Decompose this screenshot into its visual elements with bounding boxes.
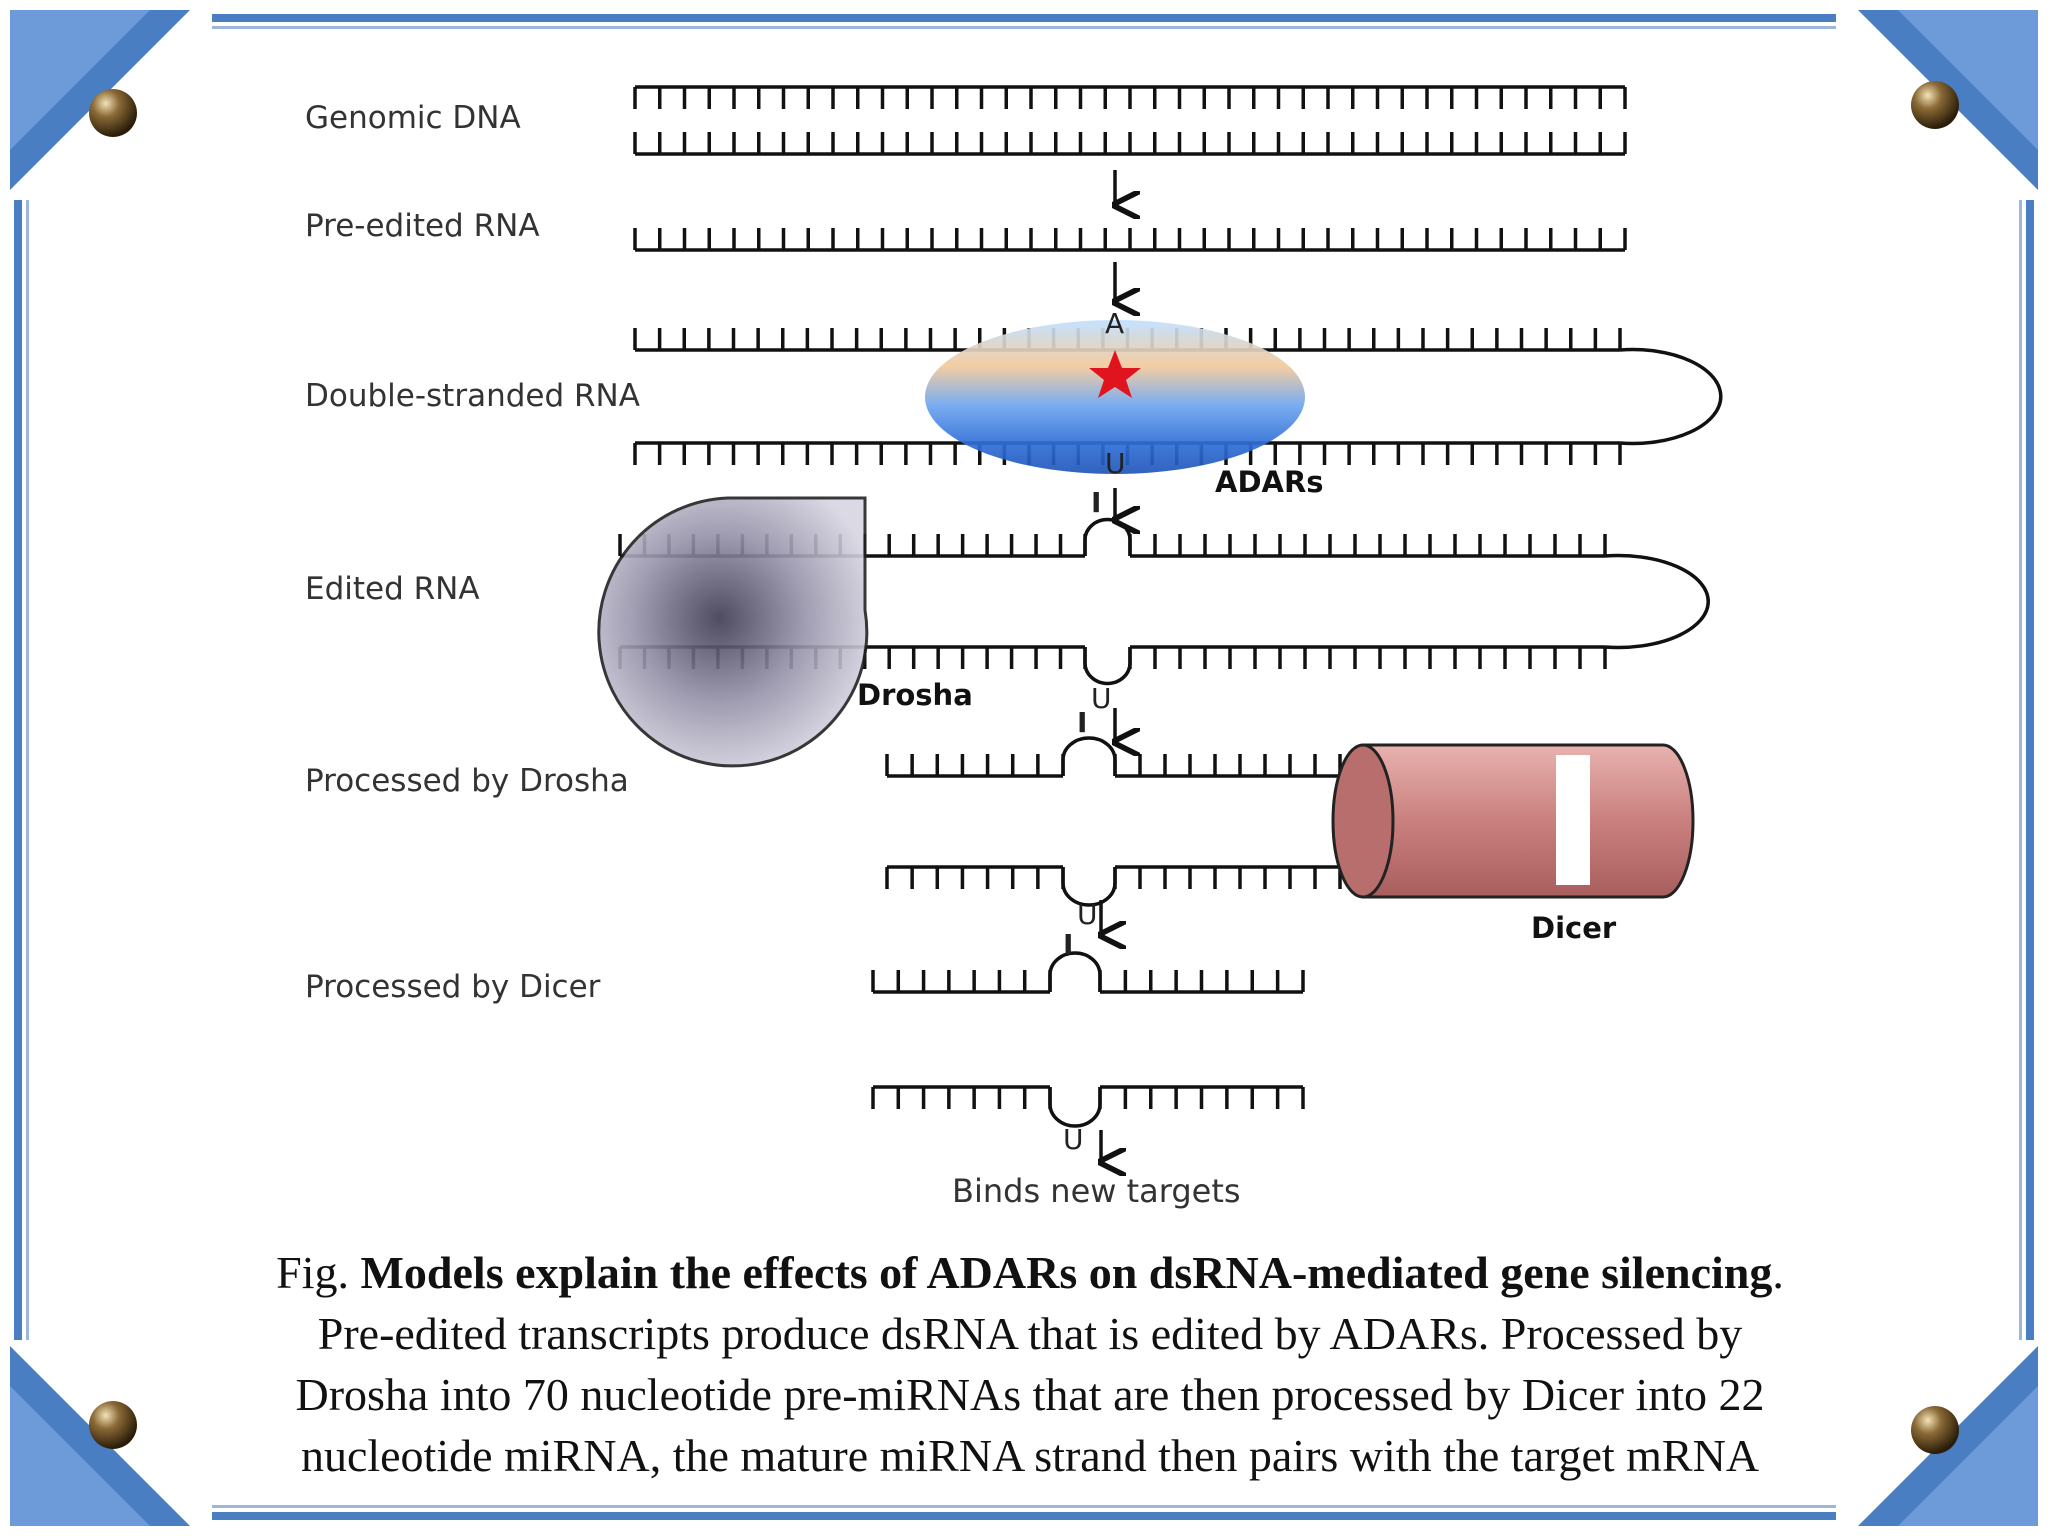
nucleotide-u: U (1077, 898, 1098, 931)
label-double-stranded-rna: Double-stranded RNA (305, 378, 640, 414)
figure-caption: Fig. Models explain the effects of ADARs… (160, 1242, 1900, 1486)
nucleotide-i-edited: I (1091, 486, 1102, 519)
dna-strand-bottom (633, 132, 1627, 156)
dicer-enzyme (1331, 743, 1695, 899)
label-binds-new-targets: Binds new targets (952, 1172, 1241, 1210)
caption-prefix: Fig. (276, 1247, 361, 1298)
label-edited-rna: Edited RNA (305, 571, 480, 607)
dna-strand-top (633, 85, 1627, 109)
caption-line-3: nucleotide miRNA, the mature miRNA stran… (300, 1430, 1760, 1481)
edited-rna-strand-bottom-right (1128, 645, 1607, 669)
caption-line-2: Drosha into 70 nucleotide pre-miRNAs tha… (295, 1369, 1765, 1420)
edited-rna-strand-top-right (1128, 534, 1607, 558)
label-processed-by-dicer: Processed by Dicer (305, 969, 601, 1005)
corner-bead (89, 1401, 137, 1449)
dicer-duplex-bulge-top (1048, 951, 1102, 992)
dsrna-hairpin-loop (1619, 347, 1723, 446)
label-genomic-dna: Genomic DNA (305, 100, 521, 136)
edit-site-star (1089, 350, 1141, 398)
pre-edited-rna-strand (633, 228, 1627, 252)
drosha-product-bulge-top (1061, 736, 1117, 776)
edited-rna-bulge-top (1083, 517, 1132, 556)
nucleotide-u: U (1091, 682, 1112, 715)
nucleotide-a: A (1105, 307, 1125, 340)
dicer-duplex-bottom-left (871, 1085, 1052, 1109)
dicer-duplex-top-left (871, 970, 1052, 994)
drosha-enzyme (597, 496, 869, 768)
corner-bead (89, 89, 137, 137)
caption-title: Models explain the effects of ADARs on d… (360, 1247, 1773, 1298)
nucleotide-u: U (1105, 447, 1126, 480)
corner-bead (1911, 1406, 1959, 1454)
label-pre-edited-rna: Pre-edited RNA (305, 208, 540, 244)
label-drosha: Drosha (857, 678, 973, 712)
label-dicer: Dicer (1531, 911, 1617, 945)
dicer-duplex-bottom-right (1098, 1085, 1305, 1109)
caption-period: . (1772, 1247, 1784, 1298)
nucleotide-i-edited: I (1063, 928, 1074, 961)
adars-enzyme (925, 320, 1305, 474)
corner-bead (1911, 81, 1959, 129)
edited-rna-bulge-bottom (1083, 647, 1132, 686)
drosha-product-bulge-bottom (1061, 867, 1117, 907)
label-adars: ADARs (1215, 465, 1324, 499)
drosha-product-top-left (885, 754, 1065, 778)
drosha-product-bottom-left (885, 865, 1065, 889)
nucleotide-u: U (1063, 1123, 1084, 1156)
nucleotide-i-edited: I (1077, 706, 1088, 739)
dicer-duplex-top-right (1098, 970, 1305, 994)
caption-line-1: Pre-edited transcripts produce dsRNA tha… (317, 1308, 1743, 1359)
dicer-duplex-bulge-bottom (1048, 1087, 1102, 1128)
edited-rna-hairpin-loop (1604, 553, 1710, 650)
label-processed-by-drosha: Processed by Drosha (305, 763, 629, 799)
